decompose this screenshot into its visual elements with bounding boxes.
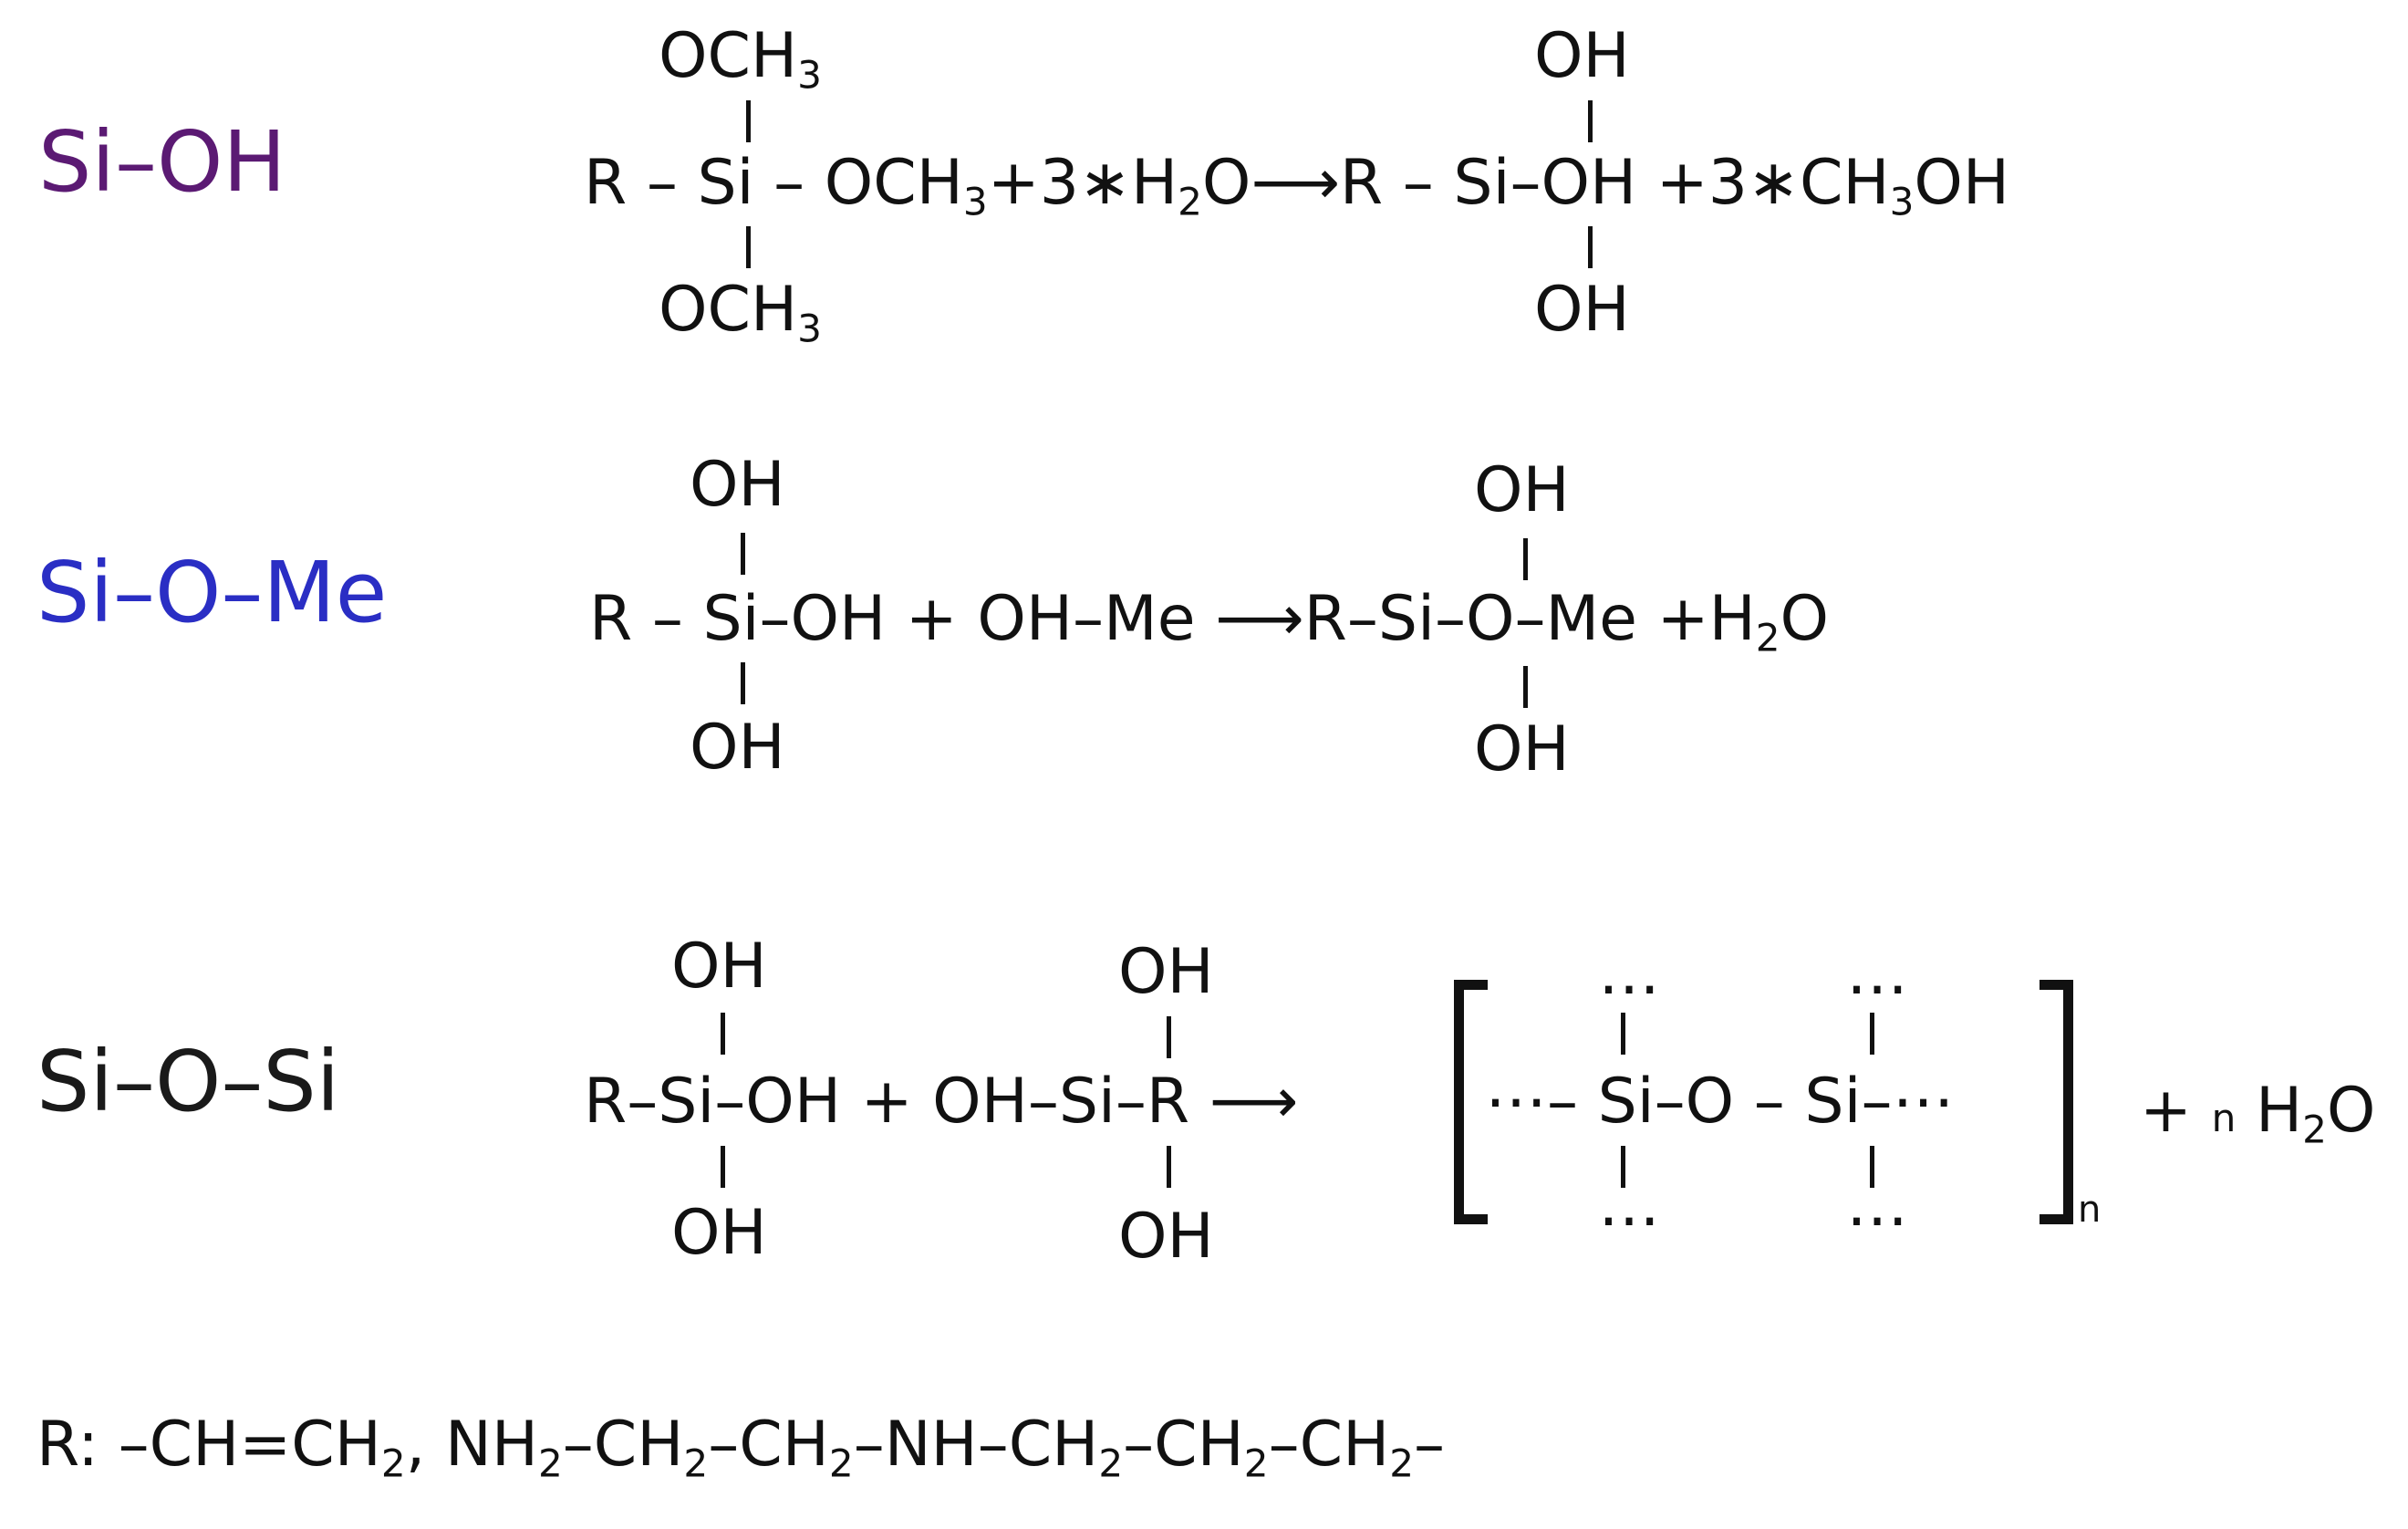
substituent-top-left: OCH3 bbox=[659, 20, 822, 98]
polymer-top-dots-1: ⋯ bbox=[1598, 952, 1660, 1025]
bond-bottom-left bbox=[721, 1146, 725, 1188]
bond-bottom-right bbox=[1523, 666, 1528, 708]
bond-bottom-left bbox=[746, 226, 751, 268]
label-si-oh: Si–OH bbox=[38, 113, 286, 211]
label-si-o-si: Si–O–Si bbox=[36, 1033, 340, 1130]
polymer-bond-top-1 bbox=[1621, 1013, 1625, 1055]
substituent-top-right: OH bbox=[1534, 20, 1630, 92]
bond-bottom-mid bbox=[1167, 1146, 1171, 1188]
polymer-bottom-dots-2: ⋯ bbox=[1846, 1184, 1908, 1256]
substituent-bottom-mid: OH bbox=[1118, 1201, 1214, 1273]
equation-main: R – Si–OH + OH–Me ⟶R–Si–O–Me +H2O bbox=[589, 583, 1830, 660]
substituent-bottom-left: OH bbox=[671, 1197, 767, 1269]
bond-top-left bbox=[741, 533, 745, 575]
r-group-definition: R: –CH=CH2, NH2–CH2–CH2–NH–CH2–CH2–CH2– bbox=[36, 1409, 1446, 1486]
bracket-right bbox=[2040, 980, 2073, 1224]
bracket-left bbox=[1454, 980, 1488, 1224]
bond-bottom-left bbox=[741, 662, 745, 704]
polymer-bond-bottom-2 bbox=[1870, 1146, 1874, 1188]
substituent-top-left: OH bbox=[690, 449, 785, 521]
polymer-subscript-n: n bbox=[2078, 1189, 2102, 1231]
substituent-top-right: OH bbox=[1474, 454, 1570, 526]
polymer-top-dots-2: ⋯ bbox=[1846, 952, 1908, 1025]
bond-top-right bbox=[1523, 538, 1528, 580]
substituent-top-left: OH bbox=[671, 931, 767, 1003]
polymer-bond-top-2 bbox=[1870, 1013, 1874, 1055]
substituent-bottom-right: OH bbox=[1534, 274, 1630, 346]
bond-top-mid bbox=[1167, 1016, 1171, 1058]
bond-top-left bbox=[721, 1013, 725, 1055]
equation-main: R–Si–OH + OH–Si–R ⟶ bbox=[584, 1066, 1299, 1138]
polymer-bond-bottom-1 bbox=[1621, 1146, 1625, 1188]
equation-main: R – Si – OCH3+3∗H2O⟶R – Si–OH +3∗CH3OH bbox=[584, 147, 2010, 224]
bond-bottom-right bbox=[1588, 226, 1593, 268]
label-si-o-me: Si–O–Me bbox=[36, 544, 388, 641]
polymer-bottom-dots-1: ⋯ bbox=[1598, 1184, 1660, 1256]
bond-top-left bbox=[746, 100, 751, 142]
substituent-bottom-left: OH bbox=[690, 712, 785, 784]
bond-top-right bbox=[1588, 100, 1593, 142]
substituent-top-mid: OH bbox=[1118, 936, 1214, 1008]
substituent-bottom-left: OCH3 bbox=[659, 274, 822, 351]
water-product: + n H2O bbox=[2140, 1075, 2376, 1152]
polymer-main: ⋯– Si–O – Si–⋯ bbox=[1485, 1066, 1955, 1138]
substituent-bottom-right: OH bbox=[1474, 713, 1570, 785]
